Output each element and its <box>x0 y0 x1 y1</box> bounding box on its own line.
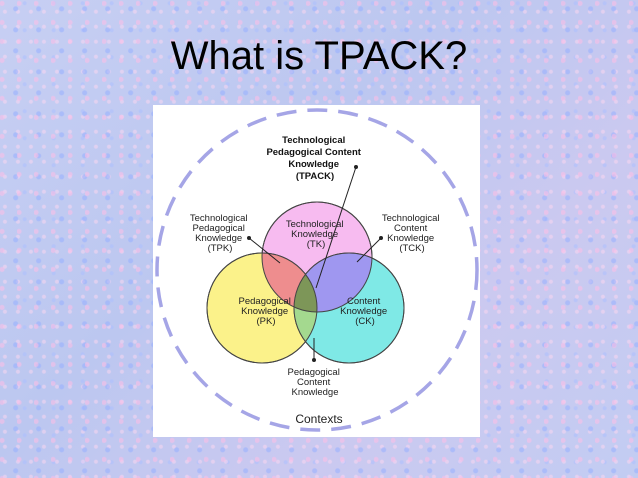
contexts-ring-inner <box>155 108 479 432</box>
tpk-overlap <box>262 253 317 312</box>
slide-title: What is TPACK? <box>170 34 468 78</box>
tpack-label: Technological Pedagogical Content Knowle… <box>266 135 363 182</box>
tpk-label: Technological Pedagogical Knowledge (TPK… <box>190 213 250 254</box>
tck-pointer <box>356 237 382 263</box>
tpack-diagram-panel: Technological Pedagogical Content Knowle… <box>153 105 480 437</box>
tk-label: Technological Knowledge (TK) <box>286 219 346 250</box>
pk-label: Pedagogical Knowledge (PK) <box>239 296 294 327</box>
contexts-label: Contexts <box>295 412 342 426</box>
tpack-venn-diagram: Technological Pedagogical Content Knowle… <box>155 108 479 432</box>
tpack-pointer <box>315 166 357 289</box>
tck-label: Technological Content Knowledge (TCK) <box>382 213 442 254</box>
tpk-pointer <box>248 237 281 264</box>
ck-label: Content Knowledge (CK) <box>340 296 390 327</box>
pck-label: Pedagogical Content Knowledge <box>288 367 343 398</box>
